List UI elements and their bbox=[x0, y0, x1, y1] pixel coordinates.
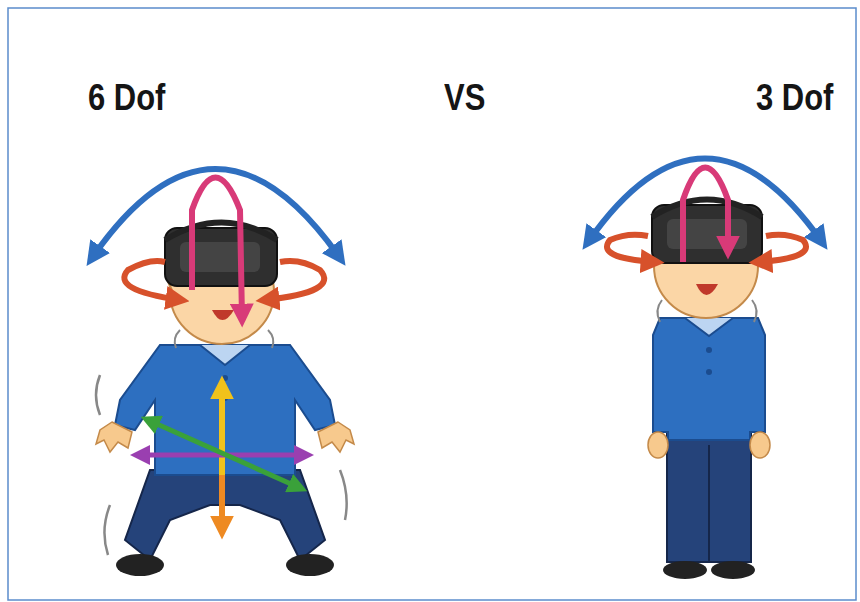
roll-arrow-right bbox=[265, 261, 324, 300]
yaw-arrow bbox=[588, 159, 822, 243]
pitch-arrow bbox=[192, 178, 242, 319]
up-arrow bbox=[219, 385, 225, 475]
figure-3dof bbox=[588, 159, 822, 580]
figure-6dof bbox=[92, 169, 354, 576]
yaw-arrow bbox=[92, 169, 340, 258]
mode-label: 6 Dof bbox=[88, 78, 165, 118]
roll-arrow-left bbox=[607, 235, 655, 262]
mode-label: 3 Dof bbox=[756, 78, 833, 118]
down-arrow bbox=[219, 475, 225, 530]
roll-arrow-left bbox=[124, 261, 180, 300]
versus-label: VS bbox=[444, 78, 485, 118]
pitch-arrow bbox=[683, 168, 728, 263]
frame bbox=[8, 8, 856, 600]
forward-arrow bbox=[148, 420, 300, 488]
roll-arrow-right bbox=[758, 235, 806, 262]
